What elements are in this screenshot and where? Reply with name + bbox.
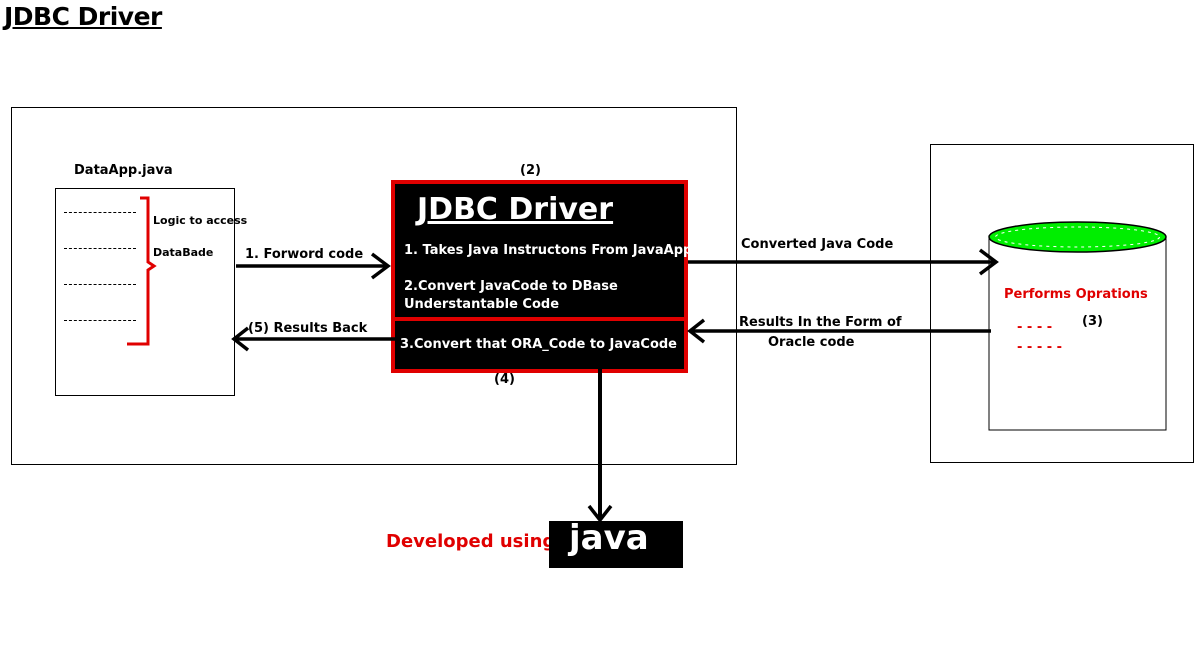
logic-label-line1: Logic to access bbox=[153, 214, 248, 227]
db-dash-line: - - - - - bbox=[1017, 340, 1063, 355]
db-dash-line: - - - - bbox=[1017, 320, 1053, 335]
code-brace bbox=[127, 196, 157, 346]
java-app-box bbox=[55, 188, 235, 396]
code-line bbox=[64, 212, 136, 213]
driver-step4-marker: (4) bbox=[494, 372, 515, 387]
database-top bbox=[988, 221, 1167, 253]
code-line bbox=[64, 284, 136, 285]
app-file-label: DataApp.java bbox=[74, 163, 173, 178]
oracle-results-line2: Oracle code bbox=[768, 335, 855, 350]
java-logo-text: java bbox=[569, 518, 649, 558]
converted-code-label: Converted Java Code bbox=[741, 237, 894, 252]
driver-title: JDBC Driver bbox=[417, 192, 614, 227]
java-logo-box bbox=[549, 521, 683, 568]
driver-divider bbox=[391, 317, 688, 321]
forward-code-label: 1. Forword code bbox=[245, 247, 364, 262]
driver-step2-line2: Understantable Code bbox=[404, 297, 560, 312]
driver-step1: 1. Takes Java Instructons From JavaApp bbox=[404, 243, 693, 258]
logic-label-line2: DataBade bbox=[153, 246, 214, 259]
developed-using-label: Developed using bbox=[386, 531, 556, 552]
database-step-marker: (3) bbox=[1082, 314, 1103, 329]
page-title: JDBC Driver bbox=[4, 2, 162, 31]
oracle-results-line1: Results In the Form of bbox=[739, 315, 902, 330]
driver-step3: 3.Convert that ORA_Code to JavaCode bbox=[400, 337, 677, 352]
database-cylinder bbox=[988, 236, 1167, 431]
driver-step-marker: (2) bbox=[520, 163, 541, 178]
code-line bbox=[64, 248, 136, 249]
jdbc-driver-box bbox=[391, 180, 688, 373]
driver-step2-line1: 2.Convert JavaCode to DBase bbox=[404, 279, 618, 294]
code-line bbox=[64, 320, 136, 321]
results-back-label: (5) Results Back bbox=[248, 321, 368, 336]
performs-operations-label: Performs Oprations bbox=[1004, 287, 1148, 302]
